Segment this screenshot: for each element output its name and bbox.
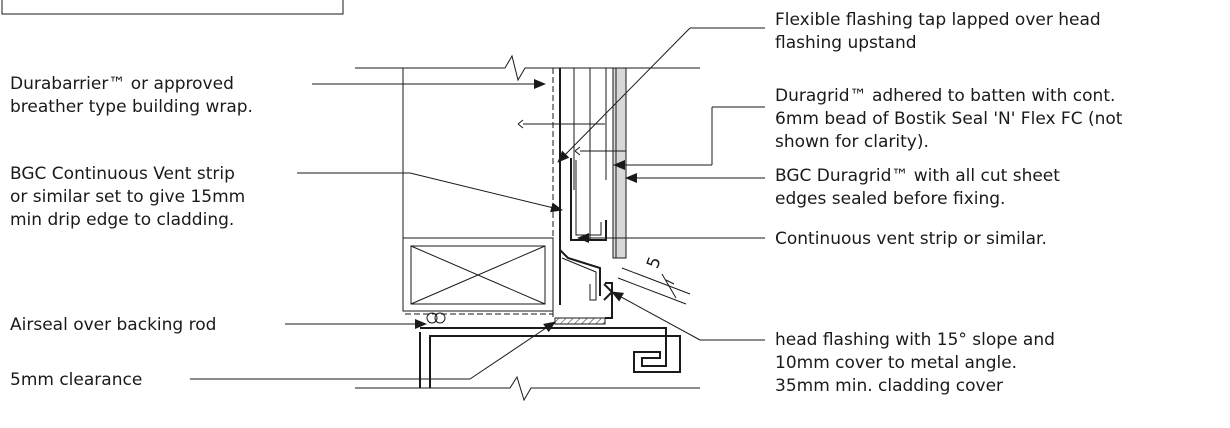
label-duragrid-adhered: Duragrid™ adhered to batten with cont. 6…: [775, 86, 1123, 152]
title-box-fragment: [1, 0, 344, 15]
dimension-value: 5: [643, 254, 665, 271]
metal-angle: [554, 282, 613, 325]
label-line: Duragrid™ adhered to batten with cont.: [775, 86, 1115, 106]
label-line: flashing upstand: [775, 33, 917, 53]
label-line: edges sealed before fixing.: [775, 189, 1005, 209]
lintel-block: [402, 237, 554, 315]
head-flashing: [559, 249, 614, 301]
backing-rod: [426, 312, 446, 324]
label-vent-strip: BGC Continuous Vent strip or similar set…: [10, 164, 245, 230]
leader-lines: [190, 27, 765, 380]
label-line: or similar set to give 15mm: [10, 187, 245, 207]
label-continuous-vent: Continuous vent strip or similar.: [775, 229, 1047, 249]
wall-framing: [355, 54, 700, 318]
label-line: Continuous vent strip or similar.: [775, 229, 1047, 249]
label-line: 6mm bead of Bostik Seal 'N' Flex FC (not: [775, 109, 1123, 129]
label-airseal: Airseal over backing rod: [10, 315, 216, 335]
window-frame: [355, 327, 700, 402]
label-line: 5mm clearance: [10, 370, 142, 390]
label-duragrid-sealed: BGC Duragrid™ with all cut sheet edges s…: [775, 166, 1060, 209]
label-line: Airseal over backing rod: [10, 315, 216, 335]
label-line: min drip edge to cladding.: [10, 210, 234, 230]
label-line: 35mm min. cladding cover: [775, 376, 1003, 396]
cladding-batten: [573, 67, 627, 259]
label-line: shown for clarity).: [775, 132, 929, 152]
label-clearance: 5mm clearance: [10, 370, 142, 390]
label-line: Durabarrier™ or approved: [10, 74, 234, 94]
label-line: 10mm cover to metal angle.: [775, 353, 1017, 373]
label-line: breather type building wrap.: [10, 97, 253, 117]
label-line: head flashing with 15° slope and: [775, 330, 1055, 350]
label-line: Flexible flashing tap lapped over head: [775, 10, 1101, 30]
fixings: [517, 119, 626, 156]
label-line: BGC Duragrid™ with all cut sheet: [775, 166, 1060, 186]
label-head-flashing: head flashing with 15° slope and 10mm co…: [775, 330, 1055, 396]
vent-strip-channel: [570, 158, 607, 241]
dimension-5mm: 5: [617, 254, 691, 305]
label-building-wrap: Durabarrier™ or approved breather type b…: [10, 74, 253, 117]
label-flashing-tape: Flexible flashing tap lapped over head f…: [775, 10, 1101, 53]
label-line: BGC Continuous Vent strip: [10, 164, 235, 184]
